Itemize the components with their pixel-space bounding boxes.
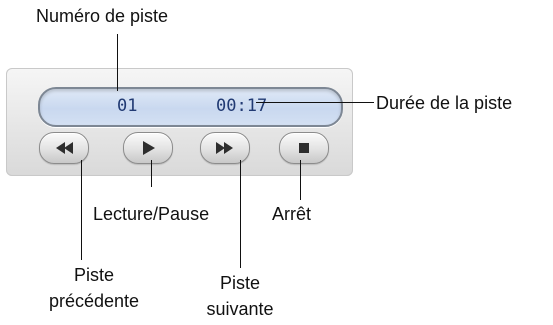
track-time-display: 00:17 bbox=[216, 96, 268, 116]
callout-next-track: Piste suivante bbox=[194, 270, 286, 322]
callout-previous-line2: précédente bbox=[48, 291, 140, 311]
track-number-display: 01 bbox=[117, 96, 138, 116]
stop-button[interactable] bbox=[279, 132, 329, 164]
leader-line-next-track bbox=[240, 160, 241, 268]
callout-play-pause: Lecture/Pause bbox=[93, 204, 210, 224]
stop-icon bbox=[299, 143, 309, 153]
fast-forward-icon bbox=[216, 142, 233, 154]
callout-next-line2: suivante bbox=[206, 299, 274, 319]
leader-line-track-number bbox=[117, 34, 118, 91]
leader-line-duration bbox=[256, 102, 374, 103]
previous-track-button[interactable] bbox=[39, 132, 89, 164]
rewind-icon bbox=[56, 142, 73, 154]
callout-previous-track: Piste précédente bbox=[38, 262, 150, 314]
callout-next-line1: Piste bbox=[219, 273, 261, 293]
lcd-display: 01 00:17 bbox=[38, 87, 343, 127]
callout-previous-line1: Piste bbox=[73, 265, 115, 285]
leader-line-play-pause bbox=[151, 160, 152, 187]
player-panel: 01 00:17 bbox=[6, 68, 353, 176]
leader-line-stop bbox=[300, 160, 301, 200]
next-track-button[interactable] bbox=[200, 132, 250, 164]
callout-stop: Arrêt bbox=[272, 204, 312, 224]
play-pause-button[interactable] bbox=[123, 132, 173, 164]
callout-track-number: Numéro de piste bbox=[36, 6, 169, 26]
leader-line-previous-track bbox=[81, 160, 82, 260]
callout-duration: Durée de la piste bbox=[376, 93, 513, 113]
play-icon bbox=[143, 141, 155, 155]
